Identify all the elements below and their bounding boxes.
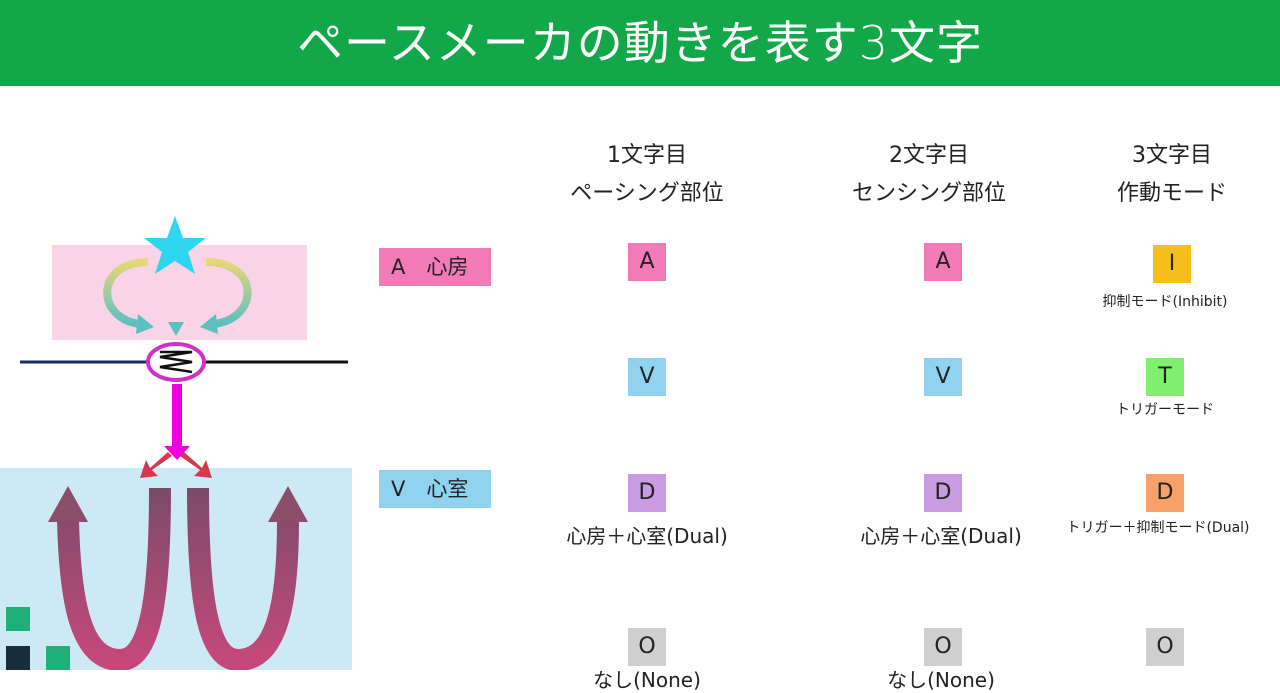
sensing-code-a: A — [924, 243, 962, 281]
sensing-caption-o: なし(None) — [887, 668, 995, 692]
ventricle-right-arrow — [187, 487, 299, 670]
sinus-node-star-icon — [144, 216, 206, 274]
column-header-sensing: 2文字目 センシング部位 — [799, 137, 1059, 213]
pacing-caption-o: なし(None) — [593, 668, 701, 692]
column-name: ペーシング部位 — [570, 181, 724, 206]
sensing-code-d: D — [924, 474, 962, 512]
mode-caption-d: トリガー＋抑制モード(Dual) — [1066, 520, 1250, 536]
page-title: ペースメーカの動きを表す3文字 — [297, 16, 983, 70]
atrium-right-arrow — [205, 258, 252, 328]
pacing-code-v: V — [628, 358, 666, 396]
column-header-mode: 3文字目 作動モード — [1042, 137, 1280, 213]
pacing-caption-d: 心房＋心室(Dual) — [566, 524, 728, 548]
column-header-pacing: 1文字目 ペーシング部位 — [517, 137, 777, 213]
corner-square — [46, 646, 70, 670]
mode-caption-i: 抑制モード(Inhibit) — [1102, 294, 1228, 310]
title-bar — [0, 0, 1280, 86]
pacing-code-a: A — [628, 243, 666, 281]
mode-caption-t: トリガーモード — [1116, 402, 1214, 418]
sensing-code-o: O — [924, 628, 962, 666]
heart-conduction-diagram — [0, 216, 352, 670]
mode-code-o: O — [1146, 628, 1184, 666]
column-name: 作動モード — [1116, 181, 1227, 206]
atrium-left-arrow — [103, 258, 149, 328]
legend-ventricle: V 心室 — [379, 470, 491, 508]
mode-code-i: I — [1153, 245, 1191, 283]
conduction-arrow — [172, 384, 182, 448]
legend-atrium: A 心房 — [379, 248, 491, 286]
column-number: 1文字目 — [607, 143, 687, 168]
pacing-code-d: D — [628, 474, 666, 512]
column-name: センシング部位 — [851, 181, 1006, 206]
ventricle-area — [0, 468, 352, 670]
sensing-caption-d: 心房＋心室(Dual) — [860, 524, 1022, 548]
sensing-code-v: V — [924, 358, 962, 396]
mode-code-d: D — [1146, 474, 1184, 512]
av-node — [146, 342, 206, 382]
pacing-code-o: O — [628, 628, 666, 666]
column-number: 3文字目 — [1132, 143, 1212, 168]
corner-square — [6, 607, 30, 631]
corner-square — [6, 646, 30, 670]
mode-code-t: T — [1146, 358, 1184, 396]
ventricle-left-arrow — [57, 487, 171, 670]
column-number: 2文字目 — [889, 143, 969, 168]
